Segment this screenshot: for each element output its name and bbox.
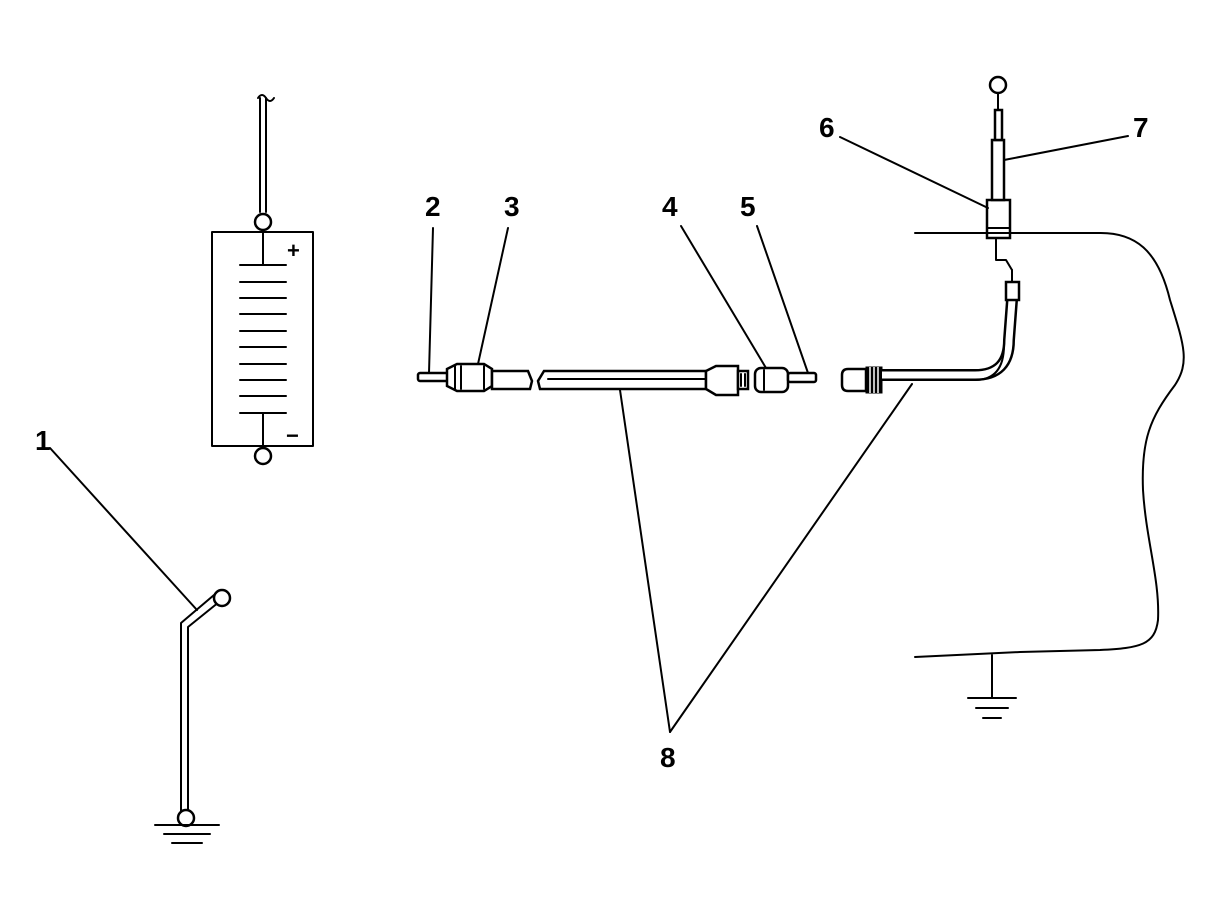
callout-5: 5	[740, 191, 756, 222]
callout-8: 8	[660, 742, 676, 773]
ground-symbol-left	[154, 824, 220, 844]
callout-4: 4	[662, 191, 678, 222]
callout-7: 7	[1133, 112, 1149, 143]
vehicle-body-outline	[914, 231, 1185, 658]
callout-1: 1	[35, 425, 51, 456]
battery: + −	[211, 94, 314, 466]
ground-symbol-right	[967, 654, 1017, 719]
battery-negative-terminal	[253, 446, 273, 466]
ground-probe	[154, 588, 232, 844]
battery-positive-terminal	[253, 212, 273, 232]
antenna-mast	[985, 75, 1012, 240]
callout-3: 3	[504, 191, 520, 222]
antenna-cable-assembly	[416, 362, 818, 397]
callout-2: 2	[425, 191, 441, 222]
leader-lines	[49, 135, 1129, 733]
callout-6: 6	[819, 112, 835, 143]
battery-negative-symbol: −	[286, 423, 299, 448]
antenna-lead	[840, 237, 1021, 394]
battery-positive-symbol: +	[287, 238, 300, 263]
callout-labels: 1 2 3 4 5 6 7 8	[35, 112, 1149, 773]
